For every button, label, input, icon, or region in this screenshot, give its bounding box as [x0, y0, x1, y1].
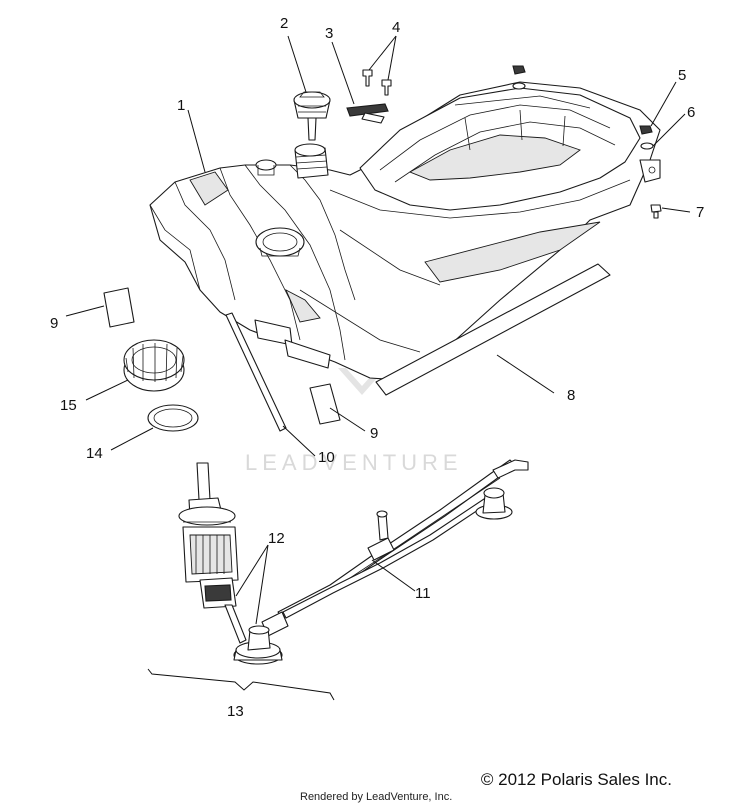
- callout-14: 14: [86, 445, 103, 462]
- callout-8: 8: [567, 387, 575, 404]
- fuel-line-assembly: [261, 459, 529, 637]
- callout-5: 5: [678, 67, 686, 84]
- vent-rod: [225, 312, 287, 432]
- callout-2: 2: [280, 15, 288, 32]
- pump-seal: [147, 404, 199, 432]
- callout-15: 15: [60, 397, 77, 414]
- callout-12: 12: [268, 530, 285, 547]
- callout-3: 3: [325, 25, 333, 42]
- foam-pads: [103, 287, 341, 425]
- tank-pad-strip: [375, 263, 611, 396]
- lock-ring: [123, 339, 185, 392]
- callout-4: 4: [392, 19, 400, 36]
- callout-6: 6: [687, 104, 695, 121]
- copyright-notice: © 2012 Polaris Sales Inc.: [480, 770, 672, 789]
- fuel-pump-assembly: [178, 462, 283, 665]
- callout-7: 7: [696, 204, 704, 221]
- callout-13: 13: [227, 703, 244, 720]
- callout-11: 11: [415, 585, 431, 602]
- leader-lines: [65, 35, 691, 701]
- tether-bracket: [346, 103, 389, 124]
- screws: [362, 69, 392, 96]
- callout-labels: 1 2 3 4 5 6 7 8 9 9 10 11 12 13 14 15: [50, 15, 704, 720]
- watermark-text: LEADVENTURE: [245, 450, 463, 475]
- rendered-by-notice: Rendered by LeadVenture, Inc.: [300, 791, 453, 803]
- callout-9-right: 9: [370, 425, 378, 442]
- callout-1: 1: [177, 97, 185, 114]
- fuel-tank: [149, 81, 661, 381]
- fuel-cap: [293, 91, 331, 141]
- callout-10: 10: [318, 449, 335, 466]
- callout-9-left: 9: [50, 315, 58, 332]
